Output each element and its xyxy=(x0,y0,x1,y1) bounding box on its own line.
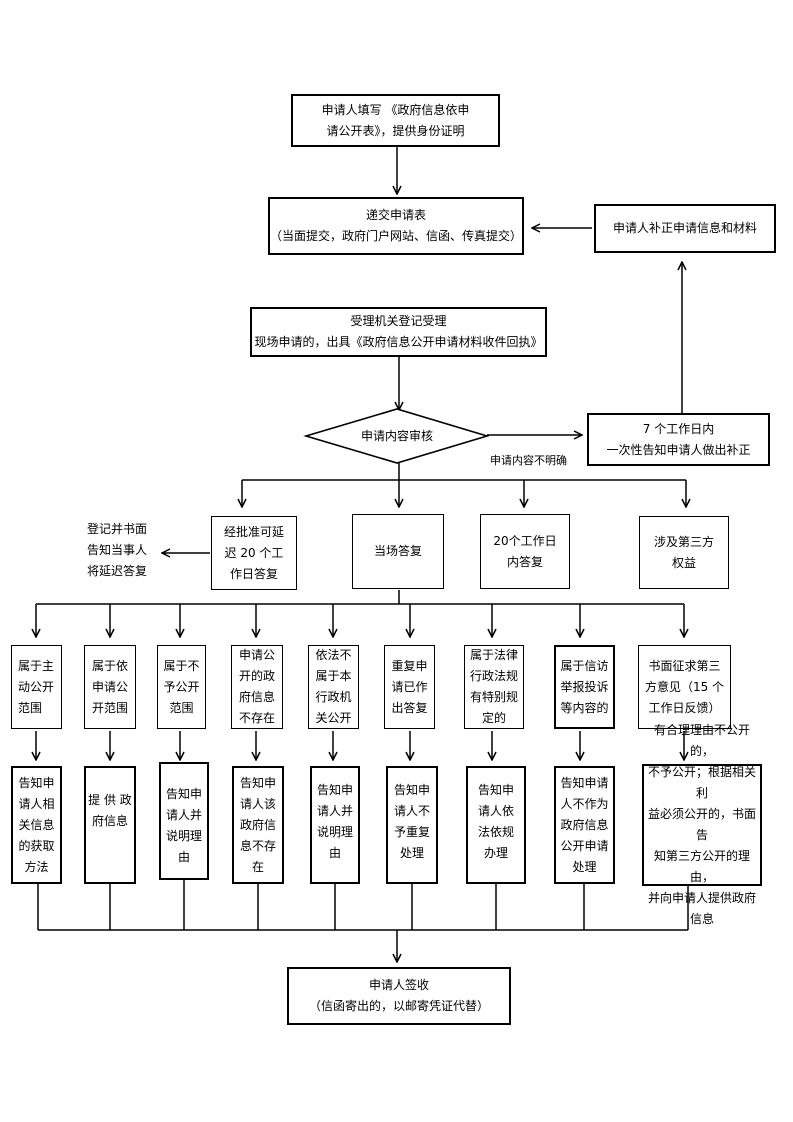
supplement-box: 申请人补正申请信息和材料 xyxy=(594,204,776,253)
outcome-box: 告知申 请人相 关信息 的获取 方法 xyxy=(11,766,62,884)
category-box: 属于依 申请公 开范围 xyxy=(84,645,136,729)
category-text: 依法不 属于本 行政机 关公开 xyxy=(315,648,352,725)
fill-form-text: 申请人填写 《政府信息依申 请公开表》，提供身份证明 xyxy=(321,102,470,138)
category-text: 书面征求第三 方意见（15 个 工作日反馈） xyxy=(644,658,725,715)
outcome-box: 告知申 请人依 法依规 办理 xyxy=(466,766,526,884)
reply-onsite-box: 当场答复 xyxy=(352,514,444,589)
category-text: 属于不 予公开 范围 xyxy=(163,658,200,715)
outcome-box: 告知申请 人不作为 政府信息 公开申请 处理 xyxy=(554,766,615,884)
outcome-text: 告知申 请人并 说明理 由 xyxy=(165,787,202,864)
final-note: （信函寄出的，以邮寄凭证代替） xyxy=(308,999,489,1013)
submit-title: 递交申请表 xyxy=(365,208,426,222)
review-label-box: 申请内容审核 xyxy=(330,425,464,447)
review-diamond xyxy=(303,408,490,464)
reply-onsite-text: 当场答复 xyxy=(373,544,422,558)
category-box: 属于法律 行政法规 有特别规 定的 xyxy=(464,645,524,729)
third-party-text: 涉及第三方 权益 xyxy=(653,534,714,570)
notify-7days-box: 7 个工作日内 一次性告知申请人做出补正 xyxy=(587,413,770,466)
extension-text: 经批准可延 迟 20 个工 作日答复 xyxy=(223,524,284,581)
outcome-text: 提 供 政 府信息 xyxy=(88,793,132,828)
extension-notice-text: 登记并书面 告知当事人 将延迟答复 xyxy=(86,521,147,578)
outcome-text: 告知申 请人依 法依规 办理 xyxy=(477,783,514,860)
fill-form-box: 申请人填写 《政府信息依申 请公开表》，提供身份证明 xyxy=(291,94,500,147)
outcome-text: 告知申 请人该 政府信 息不存 在 xyxy=(239,775,276,874)
outcome-text: 告知申 请人不 予重复 处理 xyxy=(393,783,430,860)
category-text: 属于依 申请公 开范围 xyxy=(91,658,128,715)
final-box: 申请人签收 （信函寄出的，以邮寄凭证代替） xyxy=(287,967,511,1025)
outcome-box: 告知申 请人该 政府信 息不存 在 xyxy=(232,766,284,884)
category-box: 属于信访 举报投诉 等内容的 xyxy=(554,645,615,729)
register-text: 受理机关登记受理 现场申请的，出具《政府信息公开申请材料收件回执》 xyxy=(254,314,543,349)
notify-7days-text: 7 个工作日内 一次性告知申请人做出补正 xyxy=(606,421,751,457)
outcome-box: 告知申 请人不 予重复 处理 xyxy=(386,766,438,884)
outcome-box: 提 供 政 府信息 xyxy=(84,766,136,884)
outcome-box: 告知申 请人并 说明理 由 xyxy=(159,762,209,880)
category-box: 申请公 开的政 府信息 不存在 xyxy=(231,645,283,729)
submit-methods: （当面提交，政府门户网站、信函、传真提交） xyxy=(270,229,523,243)
reply-20days-box: 20个工作日 内答复 xyxy=(480,514,570,589)
category-text: 属于法律 行政法规 有特别规 定的 xyxy=(469,648,518,725)
category-text: 属于信访 举报投诉 等内容的 xyxy=(560,658,609,715)
third-party-box: 涉及第三方 权益 xyxy=(639,516,729,589)
outcome-text: 告知申请 人不作为 政府信息 公开申请 处理 xyxy=(560,775,609,874)
reply-20days-text: 20个工作日 内答复 xyxy=(493,533,557,569)
outcome-text: 告知申 请人相 关信息 的获取 方法 xyxy=(18,775,55,874)
outcome-text: 有合理理由不公开的， 不予公开；根据相关利 益必须公开的，书面告 知第三方公开的… xyxy=(647,723,756,926)
category-box: 属于主 动公开 范围 xyxy=(11,645,62,729)
final-title: 申请人签收 xyxy=(368,978,429,992)
category-box: 依法不 属于本 行政机 关公开 xyxy=(308,645,359,729)
submit-box: 递交申请表 （当面提交，政府门户网站、信函、传真提交） xyxy=(268,197,524,255)
unclear-label: 申请内容不明确 xyxy=(490,454,567,467)
outcome-text: 告知申 请人并 说明理 由 xyxy=(316,783,353,860)
category-box: 属于不 予公开 范围 xyxy=(157,645,206,729)
outcome-box: 告知申 请人并 说明理 由 xyxy=(310,766,360,884)
supplement-text: 申请人补正申请信息和材料 xyxy=(612,221,757,235)
extension-box: 经批准可延 迟 20 个工 作日答复 xyxy=(211,516,297,590)
category-text: 属于主 动公开 范围 xyxy=(18,658,55,715)
category-text: 申请公 开的政 府信息 不存在 xyxy=(238,648,275,725)
register-box: 受理机关登记受理 现场申请的，出具《政府信息公开申请材料收件回执》 xyxy=(250,307,547,357)
category-text: 重复申 请已作 出答复 xyxy=(391,658,428,715)
category-box: 重复申 请已作 出答复 xyxy=(384,645,435,729)
extension-notice-box: 登记并书面 告知当事人 将延迟答复 xyxy=(74,516,160,584)
review-text: 申请内容审核 xyxy=(360,428,433,443)
outcome-box: 有合理理由不公开的， 不予公开；根据相关利 益必须公开的，书面告 知第三方公开的… xyxy=(642,723,762,926)
category-box: 书面征求第三 方意见（15 个 工作日反馈） xyxy=(638,645,731,729)
